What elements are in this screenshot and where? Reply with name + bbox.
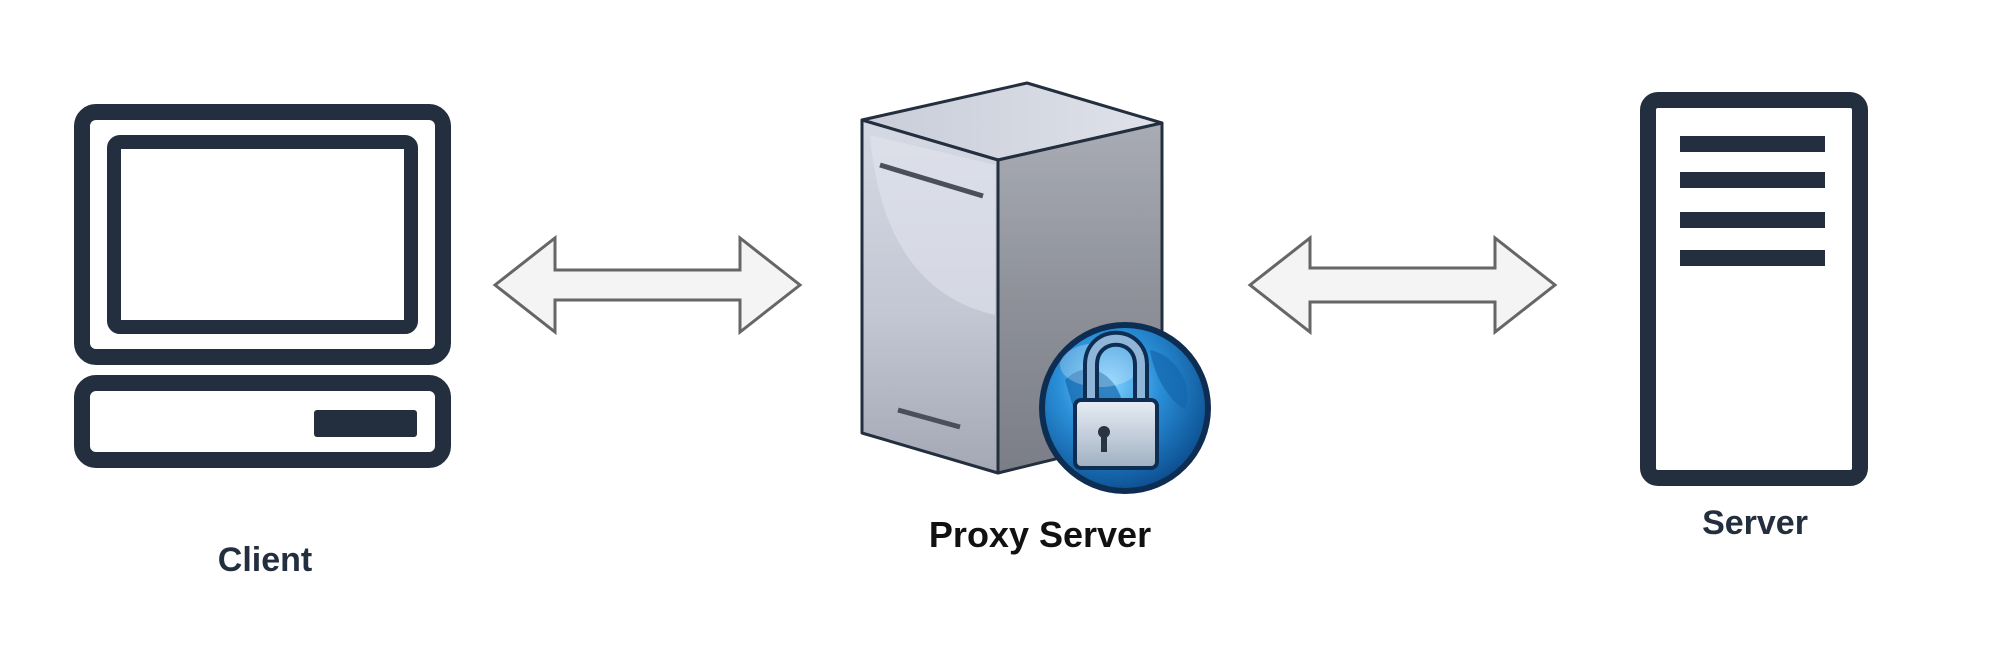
secure-server-icon bbox=[860, 81, 1211, 494]
server-bay-2 bbox=[1680, 172, 1825, 188]
server-vent-bottom bbox=[897, 407, 961, 430]
cpu-unit bbox=[74, 375, 451, 468]
monitor-screen bbox=[107, 135, 418, 334]
bidirectional-arrow-proxy-server bbox=[1247, 234, 1558, 336]
client-label: Client bbox=[217, 541, 313, 579]
server-tower-frame bbox=[1640, 92, 1868, 486]
lock-globe-icon bbox=[1039, 322, 1211, 494]
server-label: Server bbox=[1702, 504, 1808, 542]
server-bay-4 bbox=[1680, 250, 1825, 266]
bidirectional-arrow-client-proxy bbox=[492, 234, 803, 336]
proxy-server-label: Proxy Server bbox=[928, 514, 1152, 555]
desktop-computer-icon bbox=[74, 104, 451, 468]
server-highlight bbox=[870, 135, 995, 315]
server-bay-3 bbox=[1680, 212, 1825, 228]
monitor-frame bbox=[74, 104, 451, 365]
drive-slot bbox=[314, 410, 417, 437]
server-bay-1 bbox=[1680, 136, 1825, 152]
server-vent-top bbox=[879, 162, 984, 199]
lock-body bbox=[1073, 398, 1159, 470]
server-tower-icon bbox=[1640, 92, 1868, 486]
